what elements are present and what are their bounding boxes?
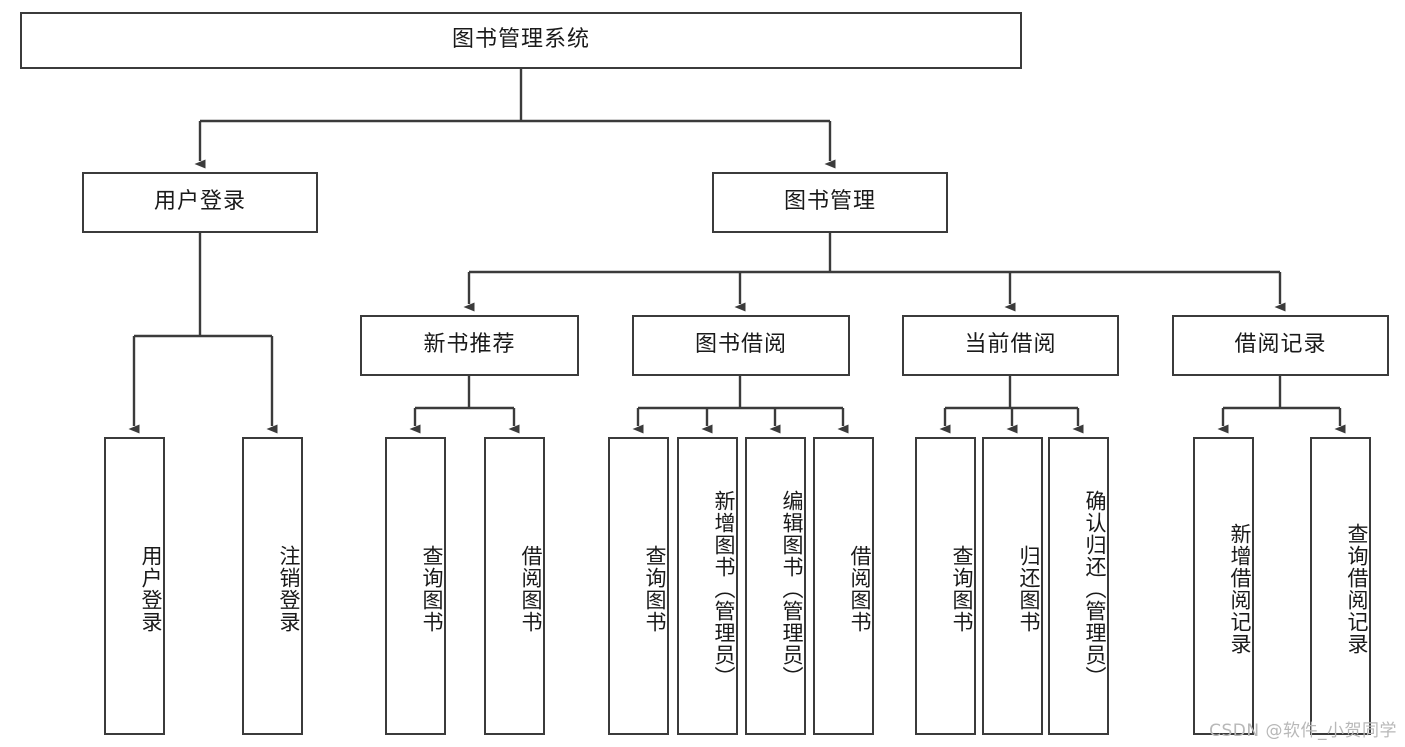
node-label: 查询图书: [643, 545, 667, 633]
node-leaf-query-book-borrow[interactable]: 查询图书: [608, 437, 669, 735]
node-borrow-record[interactable]: 借阅记录: [1172, 315, 1389, 376]
node-label: 注销登录: [277, 545, 301, 633]
node-leaf-query-book-recommend[interactable]: 查询图书: [385, 437, 446, 735]
node-leaf-confirm-return-admin[interactable]: 确认归还（管理员）: [1048, 437, 1109, 735]
node-current-borrow[interactable]: 当前借阅: [902, 315, 1119, 376]
node-label: 图书管理系统: [451, 27, 590, 53]
node-label: 当前借阅: [964, 332, 1057, 358]
node-label: 查询图书: [420, 545, 444, 633]
node-leaf-query-book-current[interactable]: 查询图书: [915, 437, 976, 735]
node-label: 新增借阅记录: [1228, 523, 1252, 655]
node-leaf-query-borrow-record[interactable]: 查询借阅记录: [1310, 437, 1371, 735]
node-leaf-add-borrow-record[interactable]: 新增借阅记录: [1193, 437, 1254, 735]
node-label: 新增图书（管理员）: [712, 490, 736, 688]
node-label: 用户登录: [139, 545, 163, 633]
node-leaf-edit-book-admin[interactable]: 编辑图书（管理员）: [745, 437, 806, 735]
node-label: 借阅图书: [519, 545, 543, 633]
node-leaf-logout-login[interactable]: 注销登录: [242, 437, 303, 735]
node-leaf-borrow-book-recommend[interactable]: 借阅图书: [484, 437, 545, 735]
node-leaf-borrow-book[interactable]: 借阅图书: [813, 437, 874, 735]
node-label: 借阅记录: [1234, 332, 1327, 358]
node-label: 查询借阅记录: [1345, 523, 1369, 655]
node-label: 图书管理: [783, 189, 876, 215]
node-book-management[interactable]: 图书管理: [712, 172, 948, 233]
node-label: 借阅图书: [848, 545, 872, 633]
node-leaf-return-book[interactable]: 归还图书: [982, 437, 1043, 735]
node-leaf-user-login[interactable]: 用户登录: [104, 437, 165, 735]
node-root-book-management-system[interactable]: 图书管理系统: [20, 12, 1022, 69]
node-label: 查询图书: [950, 545, 974, 633]
node-label: 新书推荐: [423, 332, 516, 358]
node-label: 编辑图书（管理员）: [780, 490, 804, 688]
node-book-borrow[interactable]: 图书借阅: [632, 315, 850, 376]
node-new-book-recommend[interactable]: 新书推荐: [360, 315, 579, 376]
node-user-login[interactable]: 用户登录: [82, 172, 318, 233]
node-label: 确认归还（管理员）: [1083, 490, 1107, 688]
node-label: 图书借阅: [694, 332, 787, 358]
node-label: 归还图书: [1017, 545, 1041, 633]
csdn-watermark: CSDN @软件_小贺同学: [1209, 721, 1397, 741]
node-label: 用户登录: [153, 189, 246, 215]
node-leaf-add-book-admin[interactable]: 新增图书（管理员）: [677, 437, 738, 735]
